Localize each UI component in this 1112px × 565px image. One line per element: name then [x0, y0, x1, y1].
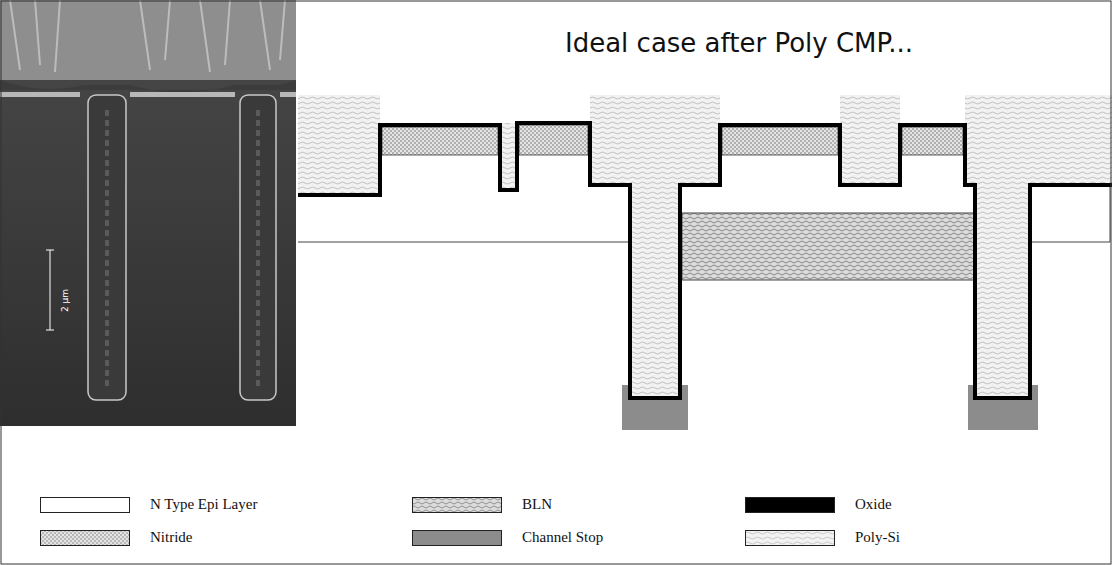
legend-label: Oxide: [855, 496, 892, 513]
poly-fill: [298, 95, 1112, 398]
legend-swatch: [745, 530, 835, 546]
device-cross-section: [298, 95, 1112, 430]
legend-swatch: [412, 497, 502, 513]
legend-label: Poly-Si: [855, 529, 900, 546]
legend-swatch: [40, 530, 130, 546]
legend-label: Nitride: [150, 529, 193, 546]
oxide-liner: [298, 123, 1112, 398]
scale-bar-label: 2 µm: [60, 289, 70, 312]
figure-title: Ideal case after Poly CMP...: [565, 28, 913, 58]
legend-label: N Type Epi Layer: [150, 496, 257, 513]
legend-label: BLN: [522, 496, 552, 513]
sem-image: [0, 0, 296, 426]
nitride-layer: [382, 125, 963, 155]
legend-swatch: [412, 530, 502, 546]
bln-layer: [682, 213, 975, 280]
legend-label: Channel Stop: [522, 529, 603, 546]
legend-swatch: [40, 497, 130, 513]
legend-swatch: [745, 497, 835, 513]
